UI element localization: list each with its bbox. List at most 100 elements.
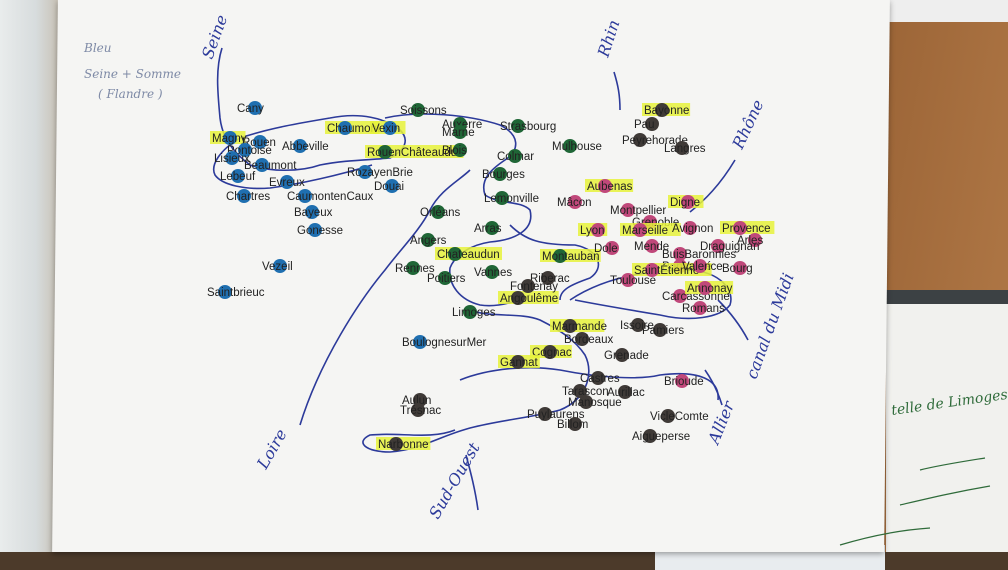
town-label: BuisBaronnies — [662, 249, 736, 261]
pink-dot — [748, 233, 762, 247]
green-dot — [411, 103, 425, 117]
town-marker: Issoire — [620, 318, 654, 332]
town-label: Lebeuf — [220, 171, 256, 183]
town-label: Manosque — [568, 397, 622, 409]
town-marker: Vannes — [474, 265, 512, 279]
town-label: Puylaurens — [527, 409, 585, 421]
town-label: Billom — [557, 419, 588, 431]
town-marker: Orléans — [420, 205, 461, 219]
town-marker: Lebeuf — [220, 169, 256, 183]
town-marker: Aubenas — [585, 179, 634, 193]
pink-dot — [645, 239, 659, 253]
town-label: Romans — [682, 303, 725, 315]
town-marker: Romans — [682, 301, 725, 315]
pink-dot — [681, 195, 695, 209]
rhone-arrow — [689, 159, 736, 213]
pink-dot — [621, 203, 635, 217]
town-label: Orléans — [420, 207, 461, 219]
pink-dot — [591, 223, 605, 237]
green-dot — [453, 143, 467, 157]
town-marker: Digne — [668, 195, 704, 209]
town-marker: Aurillac — [607, 385, 645, 399]
town-label: Montpellier — [610, 205, 666, 217]
header-notes: Bleu Seine + Somme ( Flandre ) — [83, 41, 181, 101]
sheet-shadow — [886, 290, 1008, 304]
town-label: Strasbourg — [500, 121, 556, 133]
town-label: Langres — [664, 143, 706, 155]
town-label: Castres — [580, 373, 620, 385]
green-dot — [553, 249, 567, 263]
town-label: Fontenay — [510, 281, 558, 293]
pink-dot — [693, 301, 707, 315]
town-label: Cany — [237, 103, 264, 115]
town-label: Provence — [722, 223, 771, 235]
town-marker: Mâcon — [557, 195, 592, 209]
town-label: Dole — [594, 243, 618, 255]
dark-dot — [633, 133, 647, 147]
town-label: Vexin — [372, 123, 400, 135]
note-bleu: Bleu — [83, 41, 112, 55]
town-marker: Manosque — [568, 395, 622, 409]
dark-dot — [541, 271, 555, 285]
town-label: Soissons — [400, 105, 447, 117]
town-marker: Pamiers — [642, 323, 684, 337]
town-label: Chartres — [226, 191, 270, 203]
town-marker: Gannat — [498, 355, 540, 369]
town-marker: Narbonne — [376, 437, 431, 451]
town-marker: Saintbrieuc — [207, 285, 265, 299]
town-marker: Bayonne — [642, 103, 691, 117]
blue-dot — [280, 175, 294, 189]
town-label: Issoire — [620, 320, 654, 332]
note-flandre: ( Flandre ) — [98, 87, 163, 101]
dark-dot — [653, 323, 667, 337]
town-label: Lyon — [580, 225, 605, 237]
green-dot — [448, 247, 462, 261]
town-marker: Mulhouse — [552, 139, 602, 153]
blue-dot — [385, 179, 399, 193]
town-label: Blois — [442, 145, 467, 157]
town-marker: Fontenay — [510, 279, 558, 293]
town-marker: Castres — [580, 371, 620, 385]
wall-background — [0, 0, 60, 570]
town-marker: Tarascon — [562, 384, 609, 398]
side-note: telle de Limoges — [890, 387, 1008, 419]
dark-dot — [563, 319, 577, 333]
town-label: Auxerre — [442, 119, 482, 131]
town-label: Chateaudun — [437, 249, 500, 261]
dark-dot — [575, 332, 589, 346]
town-label: Poitiers — [427, 273, 466, 285]
pink-dot — [598, 179, 612, 193]
town-marker: Bourg — [722, 261, 753, 275]
town-marker: Langres — [664, 141, 706, 155]
town-label: Aulun — [402, 395, 431, 407]
town-marker: Bordeaux — [564, 332, 613, 346]
town-marker: Gonesse — [297, 223, 343, 237]
green-dot — [463, 305, 477, 319]
dark-dot — [643, 429, 657, 443]
green-dot — [508, 149, 522, 163]
town-label: Marne — [442, 127, 475, 139]
dark-dot — [568, 417, 582, 431]
town-marker: Brioude — [664, 374, 704, 388]
town-label: Narbonne — [378, 439, 429, 451]
southwest-loop — [362, 309, 590, 453]
town-marker: Chaumont — [325, 121, 381, 135]
town-label: Tarascon — [562, 386, 609, 398]
town-marker: Grenade — [604, 348, 649, 362]
town-label: Toulouse — [610, 275, 656, 287]
green-dot — [495, 191, 509, 205]
blue-dot — [223, 131, 237, 145]
town-label: Valence — [682, 261, 723, 273]
town-marker: Annonay — [685, 281, 734, 295]
town-label: Bordeaux — [564, 334, 613, 346]
town-label: Chaumont — [327, 123, 381, 135]
dark-dot — [615, 348, 629, 362]
green-dot — [563, 139, 577, 153]
town-marker: Marmande — [550, 319, 607, 333]
town-marker: Cognac — [530, 345, 572, 359]
town-label: Vezeil — [262, 261, 293, 273]
town-label: Arles — [737, 235, 763, 247]
town-marker: Pau — [634, 117, 659, 131]
